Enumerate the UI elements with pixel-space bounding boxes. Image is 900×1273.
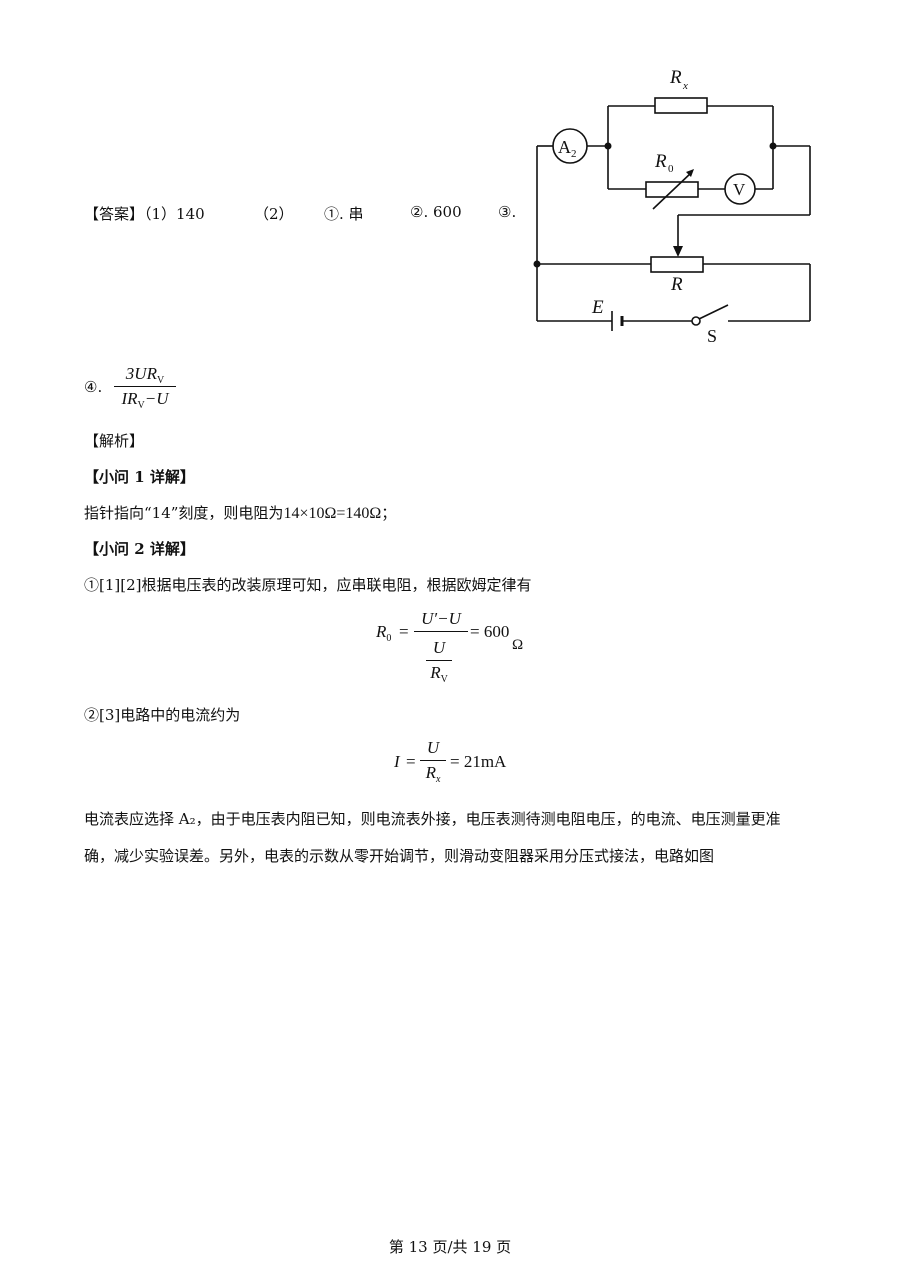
circuit-diagram: A 2 R x R 0 V R E S: [533, 67, 811, 346]
eq2-den-text: R: [425, 763, 436, 782]
e-label: E: [591, 297, 604, 318]
answer-item4: ④.: [84, 378, 102, 396]
switch-blade: [698, 304, 729, 320]
eq1-lhs-sub: 0: [386, 633, 392, 644]
item4-num-sub: V: [156, 375, 165, 386]
slider-arrow-icon: [673, 246, 683, 257]
rx-resistor: [654, 97, 708, 114]
answer-item2-text: . 600: [423, 203, 462, 221]
answer-item1: ①. 串: [324, 203, 364, 224]
rx-label: R: [669, 67, 682, 88]
eq1-numerator: U′−U: [421, 609, 461, 628]
item4-den-text-a: IR: [121, 389, 138, 408]
eq1-unit: Ω: [512, 637, 524, 653]
answer-item4-num: ④: [84, 378, 98, 396]
answer-item2: ②. 600: [410, 203, 462, 221]
q1-text-b: 14×10Ω=140Ω: [283, 505, 382, 522]
q1-text: 指针指向“14”刻度，则电阻为14×10Ω=140Ω；: [84, 502, 396, 523]
q2-paragraph-3-line-2: 确，减少实验误差。另外，电表的示数从零开始调节，则滑动变阻器采用分压式接法，电路…: [84, 847, 715, 865]
variable-arrow-line: [652, 171, 693, 210]
answer-line: 【答案】（1）140: [84, 203, 205, 224]
q2-paragraph-1: ①[1][2]根据电压表的改装原理可知，应串联电阻，根据欧姆定律有: [84, 576, 532, 594]
q1-heading: 【小问 1 详解】: [84, 468, 195, 486]
item4-denominator: IRV−U: [114, 389, 176, 411]
answer-item2-num: ②: [410, 203, 424, 221]
voltmeter-label: V: [733, 180, 746, 199]
q2-paragraph-3-line-1: 电流表应选择 A₂，由于电压表内阻已知，则电流表外接，电压表测待测电阻电压，的电…: [84, 810, 781, 828]
junction-dot: [533, 260, 541, 268]
ammeter-sub: 2: [571, 148, 577, 160]
q2-heading: 【小问 2 详解】: [84, 540, 195, 558]
eq2-fraction: U Rx: [420, 738, 446, 785]
fraction-bar: [426, 660, 452, 661]
r-label: R: [670, 274, 683, 295]
r0-label: R: [654, 151, 667, 172]
item4-den-sub: V: [137, 400, 145, 411]
eq2-equals: =: [406, 752, 416, 771]
ammeter-label: A: [558, 137, 571, 157]
answer-item3-text: .: [511, 203, 517, 221]
item4-numerator: 3URV: [114, 364, 176, 386]
item4-den-text-b: −U: [144, 389, 169, 408]
eq1-mid: U: [432, 638, 446, 657]
eq2-numerator: U: [426, 738, 440, 757]
q1-text-a: 指针指向“14”刻度，则电阻为: [84, 504, 284, 522]
answer-item1-num: ①: [324, 205, 340, 223]
eq1-rhs: = 600: [470, 622, 510, 641]
r0-sub: 0: [668, 163, 674, 175]
answer-prefix: 【答案】（1）140: [84, 205, 205, 223]
rx-sub: x: [682, 80, 688, 92]
junction-dot: [604, 142, 612, 150]
eq1-denominator: RV: [426, 663, 452, 685]
answer-item3-num: ③: [498, 203, 512, 221]
r0-variable-resistor: [645, 181, 699, 198]
item4-fraction: 3URV IRV−U: [114, 364, 176, 411]
fraction-bar: [414, 631, 468, 632]
eq1-subfraction: U RV: [426, 638, 452, 685]
eq2-denominator: Rx: [420, 763, 446, 785]
s-label: S: [707, 326, 717, 346]
variable-arrow-head: [686, 169, 694, 177]
answer-item4-dot: .: [97, 378, 103, 396]
eq2-lhs: I: [394, 752, 400, 771]
eq1-lhs-text: R: [376, 622, 387, 641]
rheostat: [650, 256, 704, 273]
switch-pivot: [691, 316, 701, 326]
answer-part2: （2）: [254, 205, 294, 223]
analysis-heading: 【解析】: [84, 432, 145, 450]
fraction-bar: [420, 760, 446, 761]
item4-num-text: 3UR: [125, 364, 157, 383]
eq1-fraction: U′−U: [414, 609, 468, 634]
eq1-den-sub: V: [440, 674, 448, 685]
q1-text-c: ；: [381, 504, 397, 522]
q2-paragraph-2: ②[3]电路中的电流约为: [84, 706, 241, 724]
eq1-lhs: R0: [376, 622, 392, 644]
fraction-bar: [114, 386, 176, 387]
page-footer: 第 13 页/共 19 页: [388, 1238, 512, 1256]
eq2-den-sub: x: [435, 774, 441, 785]
answer-item3: ③.: [498, 203, 516, 221]
eq1-equals: =: [399, 622, 409, 641]
answer-item1-text: . 串: [339, 205, 364, 223]
eq2-rhs: = 21mA: [450, 752, 507, 771]
eq1-den-text: R: [430, 663, 441, 682]
junction-dot: [769, 142, 777, 150]
voltmeter-icon: [724, 173, 756, 205]
